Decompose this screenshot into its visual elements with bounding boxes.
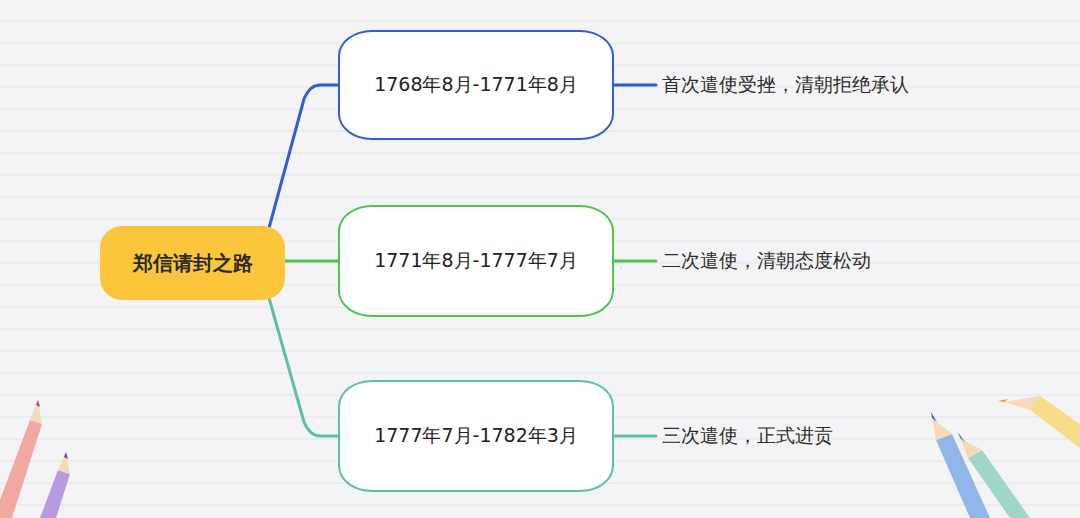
pencil (40, 452, 70, 518)
root-topic: 郑信请封之路 (100, 226, 285, 300)
branch-line (614, 84, 656, 87)
branch-text: 首次遣使受挫，清朝拒绝承认 (662, 69, 909, 101)
branch-line (614, 260, 656, 263)
branch-text: 三次遣使，正式进贡 (662, 420, 833, 452)
branch-line (269, 298, 338, 436)
pencil (998, 396, 1080, 448)
branch-label: 二次遣使，清朝态度松动 (662, 248, 871, 274)
topic-label: 郑信请封之路 (133, 250, 253, 277)
date-box: 1771年8月-1777年7月 (338, 205, 614, 317)
pencil (0, 400, 42, 518)
date-label: 1768年8月-1771年8月 (374, 72, 578, 98)
branch-line (269, 85, 338, 228)
branch-line (285, 260, 338, 263)
date-box: 1768年8月-1771年8月 (338, 30, 614, 140)
branch-label: 首次遣使受挫，清朝拒绝承认 (662, 72, 909, 98)
branch-label: 三次遣使，正式进贡 (662, 423, 833, 449)
branch-text: 二次遣使，清朝态度松动 (662, 245, 871, 277)
date-box: 1777年7月-1782年3月 (338, 380, 614, 492)
pencil (958, 432, 1030, 518)
branch-line (614, 435, 656, 438)
date-label: 1777年7月-1782年3月 (374, 423, 578, 449)
date-label: 1771年8月-1777年7月 (374, 248, 578, 274)
